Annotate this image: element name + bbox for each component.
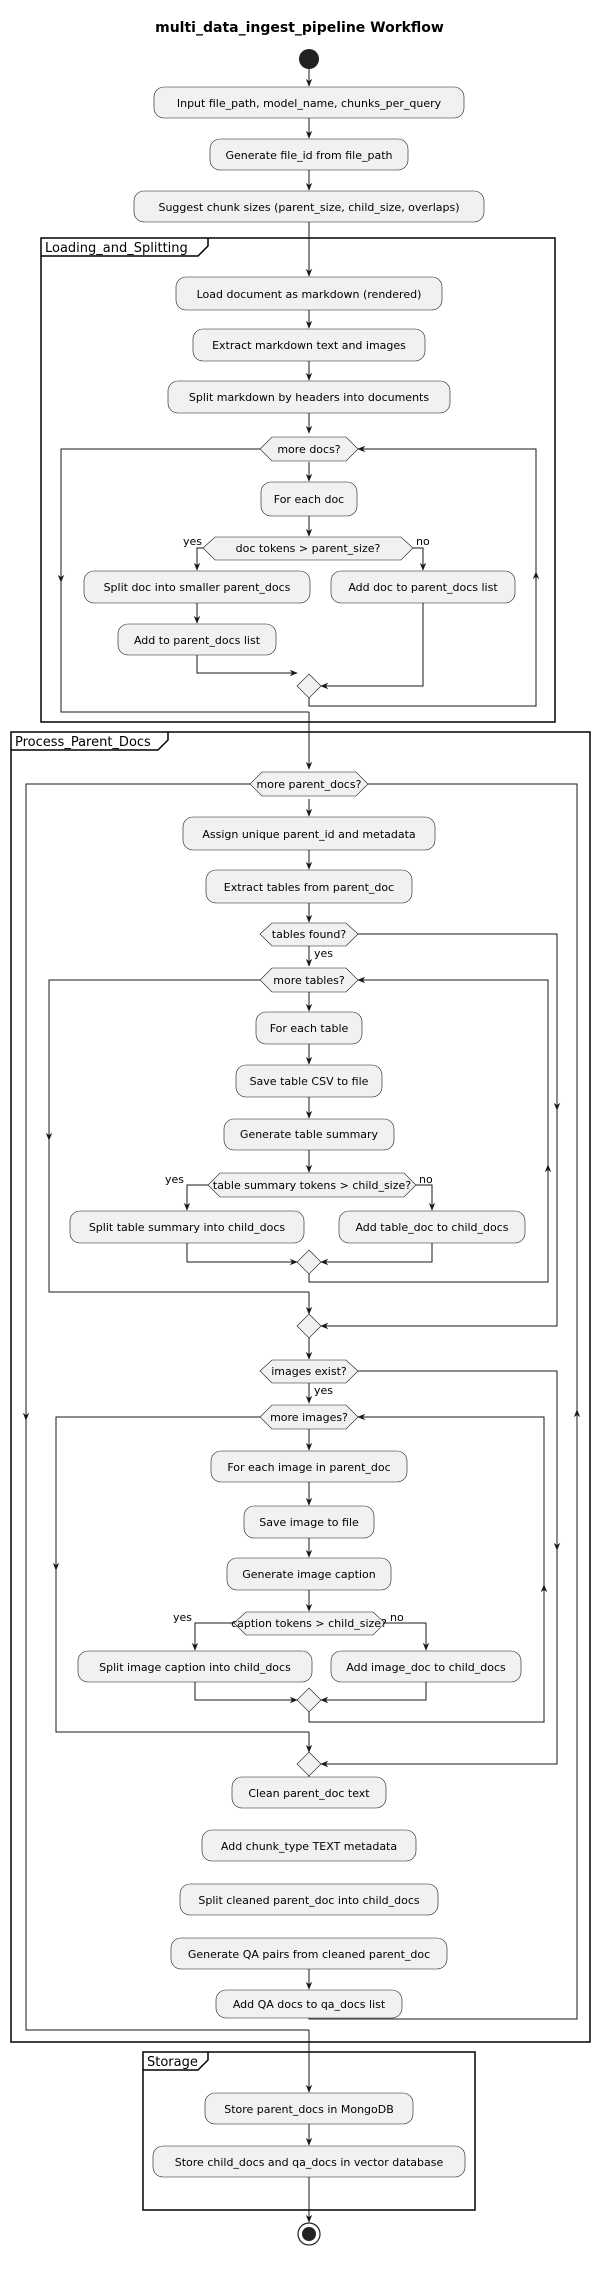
- svg-text:Store parent_docs in MongoDB: Store parent_docs in MongoDB: [224, 2103, 394, 2116]
- svg-text:Generate image caption: Generate image caption: [242, 1568, 376, 1581]
- svg-text:Split image caption into child: Split image caption into child_docs: [99, 1661, 291, 1674]
- node-input: Input file_path, model_name, chunks_per_…: [153, 86, 465, 119]
- svg-text:Add to parent_docs list: Add to parent_docs list: [134, 634, 261, 647]
- node-generate-file-id: Generate file_id from file_path: [209, 138, 409, 171]
- merge-caption-tokens: [296, 1687, 322, 1713]
- svg-text:Generate QA pairs from cleaned: Generate QA pairs from cleaned parent_do…: [188, 1948, 430, 1961]
- merge-tables-found: [296, 1313, 322, 1339]
- node-add-image-doc: Add image_doc to child_docs: [330, 1650, 522, 1683]
- svg-text:For each image in parent_doc: For each image in parent_doc: [227, 1461, 390, 1474]
- svg-text:caption tokens > child_size?: caption tokens > child_size?: [231, 1617, 387, 1630]
- svg-text:Input file_path, model_name, c: Input file_path, model_name, chunks_per_…: [177, 97, 442, 110]
- node-add-to-parent-docs: Add to parent_docs list: [117, 623, 277, 656]
- svg-text:Add QA docs to qa_docs list: Add QA docs to qa_docs list: [233, 1998, 386, 2011]
- svg-text:Extract markdown text and imag: Extract markdown text and images: [212, 339, 406, 352]
- stop-node: [297, 2222, 321, 2246]
- start-node: [299, 49, 319, 69]
- svg-text:Generate file_id from file_pat: Generate file_id from file_path: [225, 149, 392, 162]
- node-split-image-caption: Split image caption into child_docs: [77, 1650, 313, 1683]
- node-clean-parent-doc: Clean parent_doc text: [231, 1776, 387, 1809]
- svg-text:Suggest chunk sizes (parent_si: Suggest chunk sizes (parent_size, child_…: [158, 201, 459, 214]
- svg-text:Add table_doc to child_docs: Add table_doc to child_docs: [355, 1221, 508, 1234]
- node-split-parent-docs: Split doc into smaller parent_docs: [83, 570, 311, 604]
- svg-text:Clean parent_doc text: Clean parent_doc text: [248, 1787, 370, 1800]
- diagram-title: multi_data_ingest_pipeline Workflow: [155, 20, 444, 36]
- label-yes-images-exist: yes: [314, 1384, 333, 1397]
- node-store-child-docs: Store child_docs and qa_docs in vector d…: [152, 2145, 466, 2178]
- decision-doc-tokens: doc tokens > parent_size?: [202, 536, 414, 561]
- merge-images-exist: [296, 1751, 322, 1777]
- node-generate-qa-pairs: Generate QA pairs from cleaned parent_do…: [170, 1937, 448, 1970]
- node-split-markdown: Split markdown by headers into documents: [167, 380, 451, 414]
- group-loading-label: Loading_and_Splitting: [45, 241, 188, 256]
- merge-table-tokens: [296, 1249, 322, 1275]
- label-yes-table-tokens: yes: [165, 1173, 184, 1186]
- node-extract-markdown: Extract markdown text and images: [192, 328, 426, 362]
- merge-doc-tokens: [296, 673, 322, 699]
- svg-text:tables found?: tables found?: [272, 928, 347, 941]
- svg-text:more images?: more images?: [270, 1411, 348, 1424]
- svg-text:Split cleaned parent_doc into: Split cleaned parent_doc into child_docs: [198, 1894, 419, 1907]
- node-save-image: Save image to file: [243, 1505, 375, 1539]
- svg-text:Split table summary into child: Split table summary into child_docs: [89, 1221, 286, 1234]
- label-yes-tables-found: yes: [314, 947, 333, 960]
- svg-text:table summary tokens > child_s: table summary tokens > child_size?: [213, 1179, 411, 1192]
- node-for-each-doc: For each doc: [260, 481, 358, 517]
- node-add-qa-docs-final: Add QA docs to qa_docs list: [215, 1989, 403, 2019]
- decision-images-exist: images exist?: [259, 1359, 359, 1384]
- node-store-parent-docs: Store parent_docs in MongoDB: [204, 2092, 414, 2125]
- node-add-doc-to-parent-docs: Add doc to parent_docs list: [330, 570, 516, 604]
- svg-text:Split doc into smaller parent_: Split doc into smaller parent_docs: [104, 581, 291, 594]
- svg-text:images exist?: images exist?: [271, 1365, 347, 1378]
- svg-text:Store child_docs and qa_docs i: Store child_docs and qa_docs in vector d…: [175, 2156, 444, 2169]
- node-save-table-csv: Save table CSV to file: [235, 1064, 383, 1098]
- svg-text:Assign unique parent_id and me: Assign unique parent_id and metadata: [202, 828, 415, 841]
- decision-more-tables: more tables?: [259, 967, 359, 993]
- svg-text:more docs?: more docs?: [277, 443, 340, 456]
- decision-more-docs: more docs?: [259, 436, 359, 462]
- node-add-chunk-type: Add chunk_type TEXT metadata: [201, 1829, 417, 1862]
- svg-text:Load document as markdown (ren: Load document as markdown (rendered): [197, 288, 422, 301]
- group-storage-label: Storage: [147, 2055, 198, 2070]
- svg-text:doc tokens > parent_size?: doc tokens > parent_size?: [236, 542, 381, 555]
- group-loading-and-splitting: Loading_and_Splitting: [40, 237, 556, 723]
- svg-text:For each table: For each table: [270, 1022, 349, 1035]
- decision-tables-found: tables found?: [259, 922, 359, 947]
- node-split-table-summary: Split table summary into child_docs: [69, 1210, 305, 1244]
- label-no-table-tokens: no: [419, 1173, 433, 1186]
- node-generate-table-summary: Generate table summary: [223, 1118, 395, 1151]
- node-suggest-chunk-sizes: Suggest chunk sizes (parent_size, child_…: [133, 190, 485, 223]
- svg-text:more tables?: more tables?: [273, 974, 345, 987]
- label-yes-caption-tokens: yes: [173, 1611, 192, 1624]
- node-load-document: Load document as markdown (rendered): [175, 276, 443, 311]
- svg-text:Generate table summary: Generate table summary: [240, 1128, 379, 1141]
- svg-text:Save table CSV to file: Save table CSV to file: [250, 1075, 369, 1088]
- label-yes-doc-tokens: yes: [183, 535, 202, 548]
- group-process-parent-docs: Process_Parent_Docs: [10, 731, 591, 2043]
- decision-more-images: more images?: [259, 1404, 359, 1430]
- group-process-label: Process_Parent_Docs: [15, 735, 151, 750]
- svg-text:Save image to file: Save image to file: [259, 1516, 359, 1529]
- node-add-table-doc: Add table_doc to child_docs: [338, 1210, 526, 1244]
- decision-more-parent-docs: more parent_docs?: [249, 771, 369, 797]
- node-for-each-table: For each table: [255, 1011, 363, 1045]
- decision-table-tokens: table summary tokens > child_size?: [207, 1172, 417, 1198]
- label-no-doc-tokens: no: [416, 535, 430, 548]
- svg-text:Extract tables from parent_doc: Extract tables from parent_doc: [224, 881, 394, 894]
- svg-text:Split markdown by headers into: Split markdown by headers into documents: [189, 391, 429, 404]
- label-no-caption-tokens: no: [390, 1611, 404, 1624]
- svg-text:For each doc: For each doc: [274, 493, 344, 506]
- node-for-each-image: For each image in parent_doc: [210, 1450, 408, 1483]
- node-extract-tables: Extract tables from parent_doc: [205, 869, 413, 904]
- node-assign-parent-id: Assign unique parent_id and metadata: [182, 816, 436, 851]
- svg-text:Add doc to parent_docs list: Add doc to parent_docs list: [348, 581, 498, 594]
- decision-caption-tokens: caption tokens > child_size?: [231, 1611, 387, 1636]
- node-generate-image-caption: Generate image caption: [226, 1557, 392, 1591]
- svg-text:Add chunk_type TEXT metadata: Add chunk_type TEXT metadata: [221, 1840, 397, 1853]
- node-split-cleaned-parent: Split cleaned parent_doc into child_docs: [179, 1883, 439, 1916]
- svg-text:Add image_doc to child_docs: Add image_doc to child_docs: [346, 1661, 506, 1674]
- svg-text:more parent_docs?: more parent_docs?: [257, 778, 362, 791]
